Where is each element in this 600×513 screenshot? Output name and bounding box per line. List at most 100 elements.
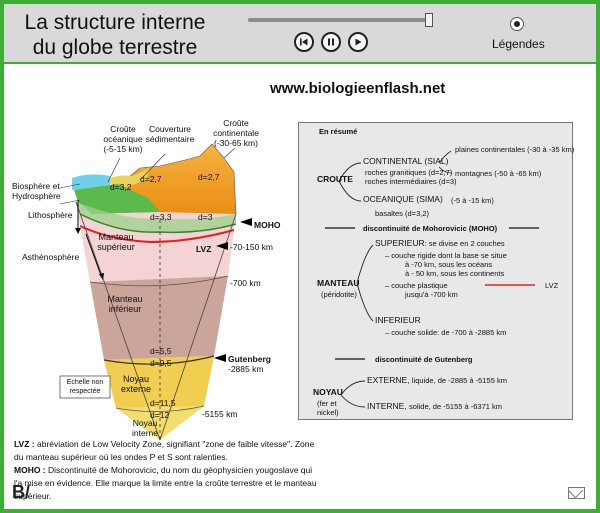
summary-interne-desc: solide, de -5155 à -6371 km (409, 402, 503, 411)
label-moho: MOHO (254, 220, 281, 230)
leader-line (139, 153, 166, 181)
label-couverture: Couverture sédimentaire (145, 124, 195, 144)
lvz-line (79, 225, 235, 244)
site-logo[interactable]: B/ (12, 482, 30, 502)
play-icon (355, 38, 362, 46)
summary-basaltes: basaltes (d=3,2) (375, 209, 429, 218)
summary-externe: EXTERNE, (367, 375, 410, 385)
moho-pointer-icon (240, 218, 252, 226)
summary-cont-rocks1: roches granitiques (d=2,7) (365, 168, 453, 177)
summary-noyau-sub2: nickel) (317, 408, 339, 417)
progress-slider[interactable] (248, 18, 431, 22)
label-density-33: d=3,3 (150, 212, 172, 222)
note-moho-line3: supérieur. (14, 491, 52, 501)
rewind-button[interactable] (294, 32, 314, 52)
leader-line (59, 183, 81, 189)
summary-sup-c1b: à -70 km, sous les océans (405, 260, 493, 269)
legend-toggle[interactable] (510, 17, 524, 31)
label-depth-2885: -2885 km (228, 364, 264, 374)
label-depth-70-150: -70-150 km (230, 242, 273, 252)
legend-label: Légendes (492, 37, 545, 51)
label-density-32: d=3,2 (110, 182, 132, 192)
summary-inf-desc: – couche solide: de -700 à -2885 km (385, 328, 507, 337)
summary-noyau-sub1: (fer et (317, 399, 337, 408)
summary-continental: CONTINENTAL (SIAL) (363, 156, 449, 166)
label-croute-oceanique: Croûte océanique (-5-15 km) (103, 124, 143, 154)
summary-moho: discontinuité de Mohorovicic (MOHO) (363, 224, 498, 233)
label-biosphere: Biosphère et Hydrosphère (12, 181, 61, 201)
note-moho-line2: l'a mise en évidence. Elle marque la lim… (14, 478, 317, 488)
noyau-brace (340, 380, 366, 408)
summary-interne: INTERNE, (367, 401, 407, 411)
note-lvz-text1: abréviation de Low Velocity Zone, signif… (34, 439, 315, 449)
toolbar: La structure interne du globe terrestre … (4, 4, 596, 64)
label-density-27a: d=2,7 (198, 172, 220, 182)
label-lvz: LVZ (196, 244, 212, 254)
summary-cont-rocks2: roches intermédiaires (d=3) (365, 177, 457, 186)
label-density-115: d=11,5 (150, 398, 176, 408)
earth-structure-diagram (59, 143, 252, 440)
progress-slider-thumb[interactable] (425, 13, 433, 27)
label-density-27b: d=2,7 (140, 174, 162, 184)
lithosphere-band (76, 202, 236, 233)
label-density-12: d=12 (150, 410, 170, 420)
label-noyau-interne: Noyau interne (132, 418, 158, 438)
ocean-water (72, 174, 110, 190)
outer-core (104, 356, 214, 408)
progress-fill (248, 18, 428, 22)
summary-superieur-line: SUPERIEUR: se divise en 2 couches (375, 239, 505, 249)
summary-manteau: MANTEAU (317, 278, 360, 288)
note-lvz-line2: du manteau supérieur où les ondes P et S… (14, 452, 228, 462)
summary-heading: En résumé (319, 127, 358, 136)
summary-gutenberg: discontinuité de Gutenberg (375, 355, 473, 364)
label-depth-700: -700 km (230, 278, 261, 288)
croute-brace (338, 162, 362, 202)
label-lithosphere: Lithosphère (28, 210, 73, 220)
summary-montagnes: montagnes (-50 à -65 km) (455, 169, 542, 178)
summary-externe-desc: liquide, de -2885 à -5155 km (411, 376, 507, 385)
label-density-3: d=3 (198, 212, 213, 222)
cone-outline (75, 201, 237, 440)
label-manteau-inferieur: Manteau inférieur (107, 294, 143, 314)
summary-connectors (325, 150, 539, 408)
mail-icon[interactable] (568, 487, 585, 499)
gutenberg-line (103, 355, 215, 365)
summary-oceanique: OCEANIQUE (SIMA) (363, 194, 443, 204)
core-boundary (115, 405, 205, 412)
page-title: La structure interne du globe terrestre (20, 10, 210, 60)
oceanic-crust (74, 184, 160, 214)
label-manteau-superieur: Manteau supérieur (97, 232, 135, 252)
summary-oceanique-depth: (-5 à -15 km) (451, 196, 494, 205)
play-button[interactable] (348, 32, 368, 52)
label-gutenberg: Gutenberg (228, 354, 271, 364)
note-lvz-term: LVZ : (14, 439, 35, 449)
summary-croute: CROUTE (317, 174, 353, 184)
label-echelle: Echelle non respectée (66, 379, 104, 395)
site-url: www.biologieenflash.net (270, 80, 446, 97)
summary-sup-c1c: à - 50 km, sous les continents (405, 269, 505, 278)
manteau-brace (356, 244, 374, 322)
continental-brace (438, 150, 452, 174)
summary-sup-desc: : se divise en 2 couches (424, 239, 505, 248)
summary-externe-line: EXTERNE, liquide, de -2885 à -5155 km (367, 375, 507, 386)
summary-sup-c1a: – couche rigide dont la base se situe (385, 251, 507, 260)
title-line-2: du globe terrestre (32, 36, 198, 59)
rewind-icon (300, 38, 308, 46)
arrow-head-icon (99, 273, 104, 280)
asthenosphere-arrow (85, 233, 103, 279)
pause-button[interactable] (321, 32, 341, 52)
leader-line (223, 147, 236, 159)
mantle-boundary (89, 275, 229, 287)
leader-line (107, 157, 121, 183)
label-depth-5155: -5155 km (202, 409, 238, 419)
inner-core (116, 406, 204, 440)
title-line-1: La structure interne (24, 11, 206, 34)
label-density-55: d=5,5 (150, 346, 172, 356)
label-asthenosphere: Asthénosphère (22, 252, 80, 262)
label-density-95: d=9,5 (150, 358, 172, 368)
summary-interne-line: INTERNE, solide, de -5155 à -6371 km (367, 401, 503, 412)
summary-sup-c2a: – couche plastique (385, 281, 448, 290)
note-moho-term: MOHO : (14, 465, 46, 475)
summary-panel: En résumé CROUTE CONTINENTAL (SIAL) roch… (298, 122, 574, 420)
leader-line (59, 199, 81, 205)
